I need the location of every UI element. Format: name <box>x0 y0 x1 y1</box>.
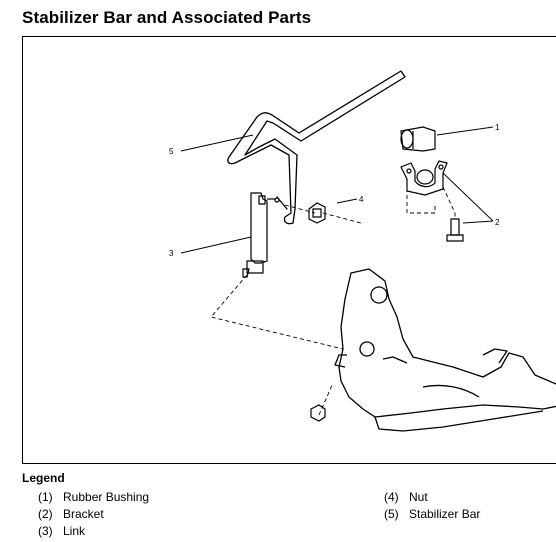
rubber-bushing <box>400 126 436 152</box>
bracket-bolt <box>446 218 464 242</box>
legend-item-label: Bracket <box>63 507 104 521</box>
legend-item-number: (1) <box>38 490 53 504</box>
lower-control-arm <box>334 268 556 432</box>
legend-item-number: (4) <box>384 490 399 504</box>
callout-1: 1 <box>495 123 500 132</box>
legend-item-number: (5) <box>384 507 399 521</box>
callout-3: 3 <box>169 249 174 258</box>
page-title: Stabilizer Bar and Associated Parts <box>22 8 312 27</box>
exploded-view-drawing: 1 2 3 4 5 <box>169 70 556 432</box>
legend-item-bracket: (2) Bracket <box>38 507 104 521</box>
callout-4: 4 <box>359 195 364 204</box>
link <box>242 192 280 278</box>
callout-5: 5 <box>169 147 174 156</box>
nut <box>308 202 326 224</box>
leader-lines <box>180 126 494 254</box>
legend-item-number: (3) <box>38 524 53 538</box>
legend-item-stabilizer-bar: (5) Stabilizer Bar <box>384 507 480 521</box>
legend-item-nut: (4) Nut <box>384 490 428 504</box>
legend-item-link: (3) Link <box>38 524 85 538</box>
legend-item-label: Rubber Bushing <box>63 490 150 504</box>
legend-item-label: Stabilizer Bar <box>409 507 481 521</box>
legend-title: Legend <box>22 471 65 485</box>
callout-2: 2 <box>495 218 500 227</box>
lower-nut <box>310 404 326 422</box>
assembly-lines <box>210 181 456 416</box>
legend-item-number: (2) <box>38 507 53 521</box>
parts-diagram: 1 2 3 4 5 <box>22 36 556 464</box>
legend-item-rubber-bushing: (1) Rubber Bushing <box>38 490 149 504</box>
legend-item-label: Nut <box>409 490 428 504</box>
stabilizer-bar <box>227 70 406 225</box>
legend-item-label: Link <box>63 524 86 538</box>
bracket <box>400 160 448 196</box>
